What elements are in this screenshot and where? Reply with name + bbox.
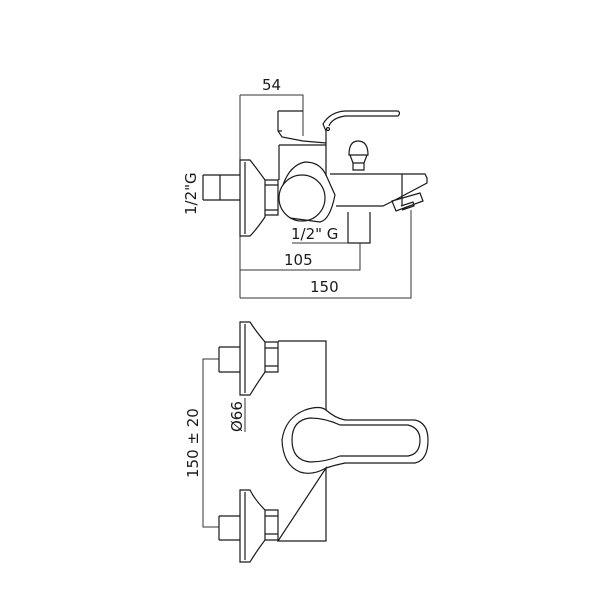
mixer-body: [278, 161, 336, 223]
dim-150-label: 150: [310, 278, 339, 296]
wall-flange-left: [202, 159, 279, 237]
dim-54-label: 54: [262, 76, 281, 94]
dimension-105: 105: [240, 243, 361, 271]
spout: [330, 173, 428, 212]
side-view: 54 1/2"G 1/2" G: [182, 76, 428, 299]
dimension-54: 54: [239, 76, 304, 298]
body-column: [278, 143, 327, 180]
dim-spout-thread-label: 1/2" G: [291, 225, 338, 243]
mixer-body-front: [276, 340, 327, 542]
handle-lever: [277, 110, 401, 144]
front-view: 150 ± 20 Ø66: [184, 321, 429, 563]
dimension-spout-thread: 1/2" G: [291, 225, 348, 244]
dim-105-label: 105: [284, 251, 313, 269]
dim-centers-label: 150 ± 20: [184, 408, 202, 478]
wall-flange-bottom: [218, 489, 279, 563]
wall-flange-top: [218, 321, 279, 396]
dimension-150-20: 150 ± 20: [184, 358, 219, 528]
dim-wall-thread-label: 1/2"G: [182, 172, 200, 215]
handle-front: [281, 406, 429, 474]
dimension-diameter-66: Ø66: [228, 398, 246, 432]
dimension-150: 150: [240, 210, 412, 299]
dim-flange-label: Ø66: [228, 401, 246, 432]
diverter-knob: [348, 140, 369, 171]
bottom-inlet: [347, 212, 371, 244]
